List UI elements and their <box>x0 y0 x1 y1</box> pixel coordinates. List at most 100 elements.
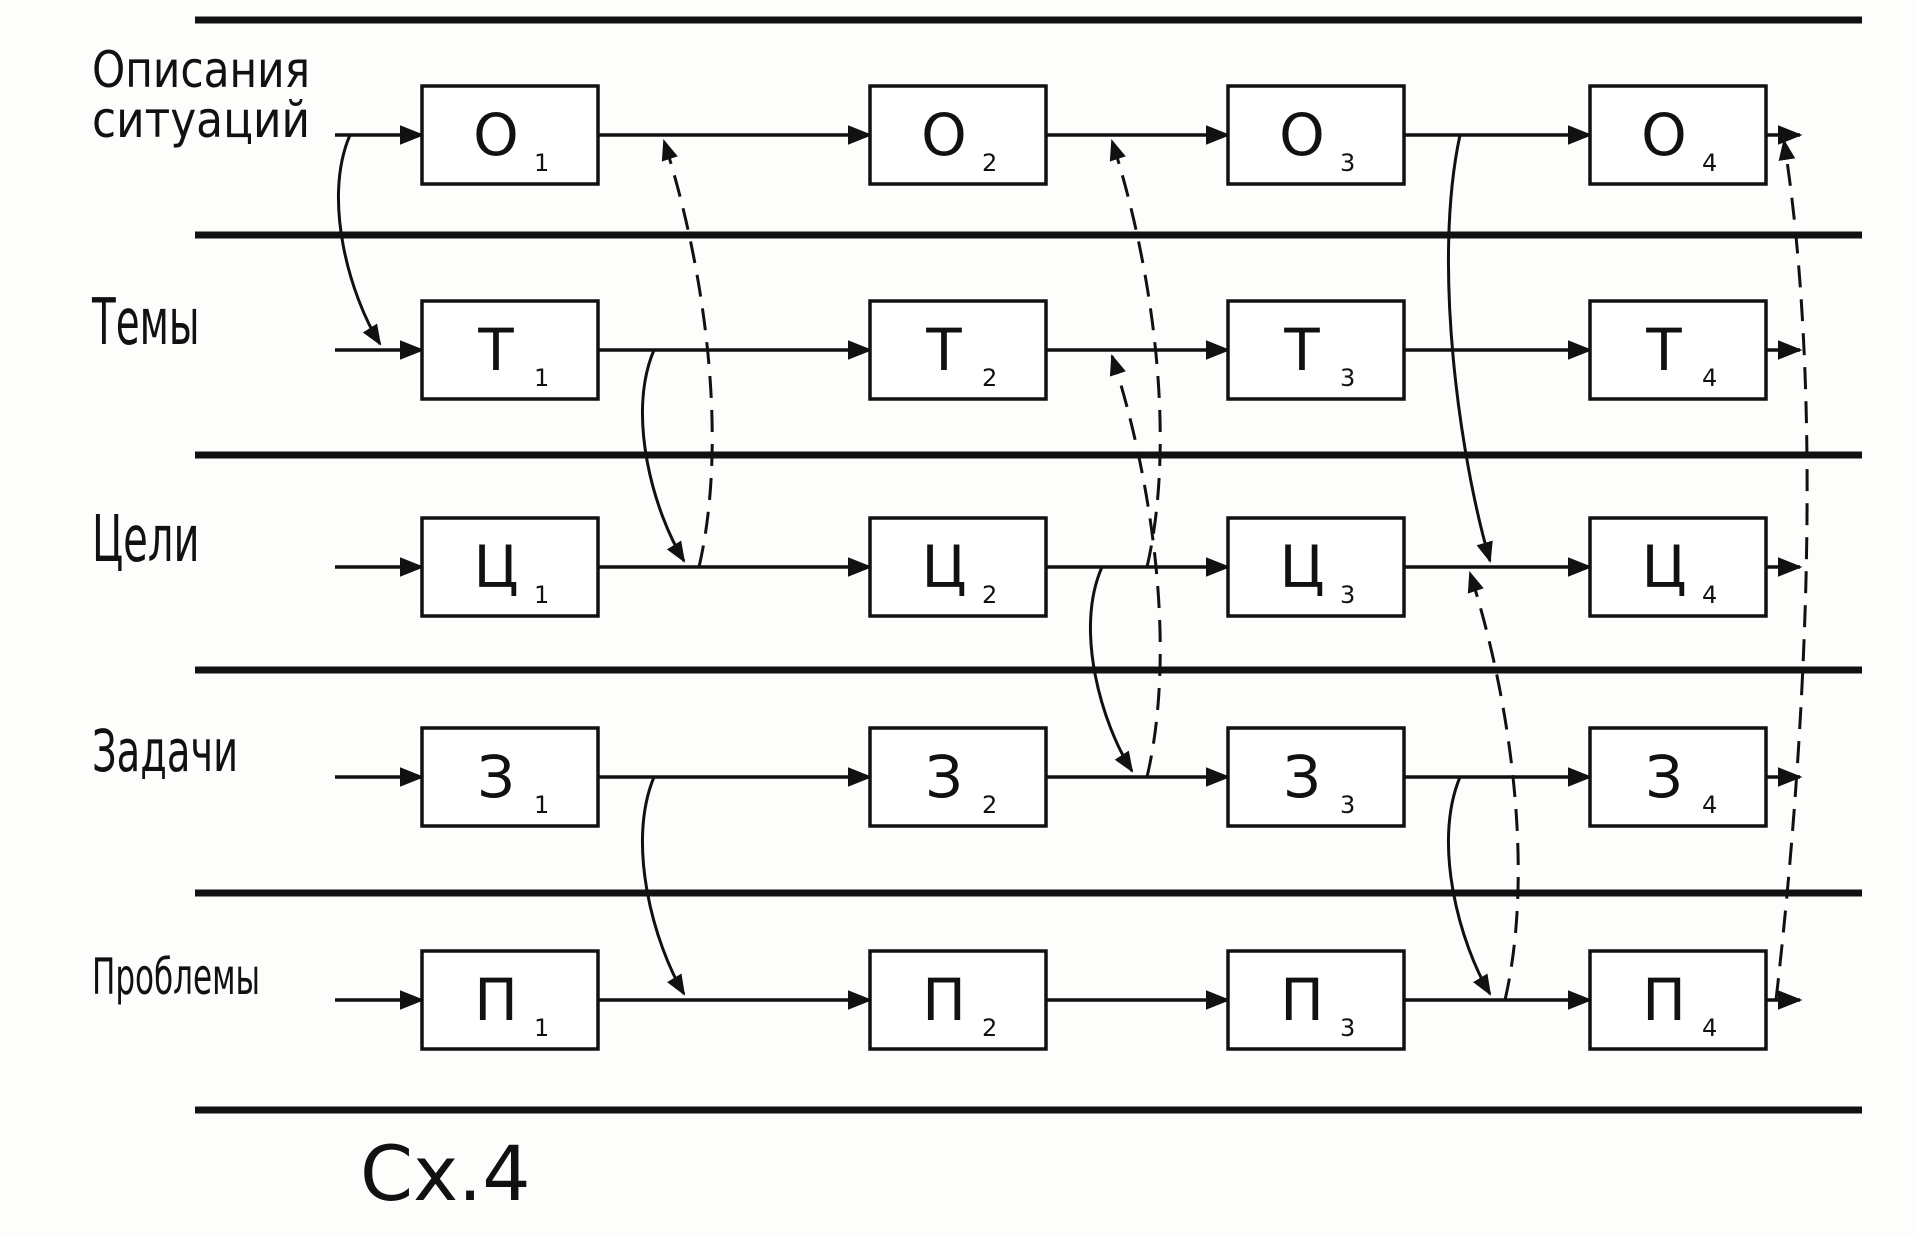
stage-letter: П <box>1642 966 1686 1034</box>
row-label: Темы <box>91 286 199 360</box>
solid-link-arrow <box>641 776 686 996</box>
stage-subscript: 3 <box>1340 149 1355 177</box>
stage-letter: Ц <box>473 533 518 601</box>
stage-box-frame <box>420 949 600 1051</box>
stage-box-frame <box>1588 949 1768 1051</box>
stage-letter: Ц <box>1279 533 1324 601</box>
stage-letter: З <box>477 743 514 811</box>
stage-letter: З <box>1283 743 1320 811</box>
dashed-link-arrow <box>1467 571 1520 1001</box>
stage-subscript: 3 <box>1340 581 1355 609</box>
dashed-link-arrow <box>1109 354 1162 778</box>
stage-letter: П <box>1280 966 1324 1034</box>
stage-subscript: 1 <box>534 581 549 609</box>
stage-subscript: 4 <box>1702 364 1717 392</box>
stage-letter: З <box>925 743 962 811</box>
row-label: Задачи <box>92 717 238 785</box>
solid-link-arrow <box>1446 134 1493 564</box>
stage-letter: О <box>1641 101 1687 169</box>
stage-subscript: 2 <box>982 791 997 819</box>
stage-subscript: 3 <box>1340 364 1355 392</box>
stage-letter: Т <box>477 316 514 384</box>
stage-letter: П <box>474 966 518 1034</box>
stage-subscript: 4 <box>1702 1014 1717 1042</box>
row-dividers <box>195 16 1862 1114</box>
stage-box-frame <box>420 726 600 828</box>
stage-box-frame <box>868 299 1048 401</box>
row-label: Цели <box>92 503 200 577</box>
stage-letter: П <box>922 966 966 1034</box>
stage-box-frame <box>1226 299 1406 401</box>
stage-box-frame <box>420 299 600 401</box>
figure-caption: Сх.4 <box>360 1129 531 1218</box>
stage-letter: Т <box>925 316 962 384</box>
stage-letter: З <box>1645 743 1682 811</box>
stage-box-frame <box>868 726 1048 828</box>
stage-subscript: 3 <box>1340 791 1355 819</box>
row-label: ситуаций <box>92 91 310 149</box>
stage-letter: О <box>921 101 967 169</box>
stage-subscript: 4 <box>1702 149 1717 177</box>
stage-subscript: 2 <box>982 364 997 392</box>
stage-subscript: 1 <box>534 364 549 392</box>
stage-subscript: 1 <box>534 1014 549 1042</box>
horizontal-flows <box>335 125 1803 1010</box>
stage-subscript: 2 <box>982 581 997 609</box>
stage-box-frame <box>868 516 1048 618</box>
stage-letter: Ц <box>921 533 966 601</box>
stage-letter: О <box>473 101 519 169</box>
stage-subscript: 2 <box>982 1014 997 1042</box>
stage-subscript: 1 <box>534 791 549 819</box>
stage-box-frame <box>1226 726 1406 828</box>
stage-box-frame <box>1226 516 1406 618</box>
stage-box-frame <box>1226 84 1406 186</box>
stage-subscript: 1 <box>534 149 549 177</box>
stage-subscript: 4 <box>1702 581 1717 609</box>
dashed-link-arrow <box>1109 139 1162 568</box>
stage-box-frame <box>1588 726 1768 828</box>
row-label: Проблемы <box>92 948 260 1006</box>
solid-link-arrow <box>641 349 686 563</box>
stage-box-frame <box>868 84 1048 186</box>
solid-link-arrow <box>337 134 382 346</box>
stage-box-frame <box>868 949 1048 1051</box>
stage-box-frame <box>1588 299 1768 401</box>
stage-box-frame <box>420 84 600 186</box>
stage-box-frame <box>1226 949 1406 1051</box>
stage-box-frame <box>1588 516 1768 618</box>
stage-box-frame <box>420 516 600 618</box>
stage-letter: Ц <box>1641 533 1686 601</box>
stage-subscript: 3 <box>1340 1014 1355 1042</box>
cross-links <box>337 134 1809 1001</box>
row-label: Описания <box>92 41 310 99</box>
stage-subscript: 4 <box>1702 791 1717 819</box>
solid-link-arrow <box>1447 776 1492 996</box>
dashed-link-arrow <box>661 139 714 568</box>
stage-letter: О <box>1279 101 1325 169</box>
stage-subscript: 2 <box>982 149 997 177</box>
stage-box-frame <box>1588 84 1768 186</box>
